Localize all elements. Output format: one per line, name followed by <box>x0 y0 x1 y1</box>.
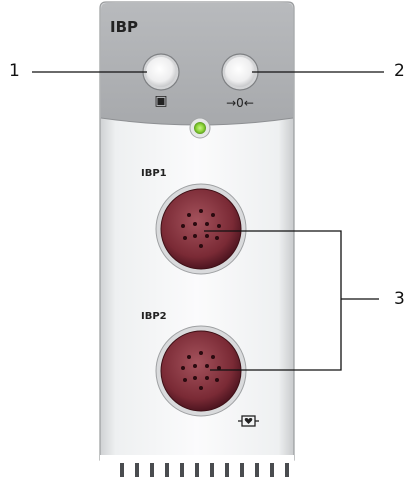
screen-icon: ▣ <box>154 93 168 109</box>
vent-slots <box>100 455 294 479</box>
port-label-ibp1: IBP1 <box>141 168 167 179</box>
module-title: IBP <box>110 18 139 36</box>
callout-3: 3 <box>394 289 405 309</box>
ibp1-connector[interactable] <box>155 183 247 275</box>
callout-lines <box>32 71 384 371</box>
screen-button[interactable] <box>142 53 180 91</box>
callout-2: 2 <box>394 61 405 81</box>
ibp2-connector[interactable] <box>155 325 247 417</box>
zero-icon: →0← <box>226 96 254 110</box>
port-label-ibp2: IBP2 <box>141 311 167 322</box>
defib-proof-heart-icon <box>238 415 259 427</box>
callout-1: 1 <box>9 61 20 81</box>
power-indicator-led <box>189 117 211 139</box>
